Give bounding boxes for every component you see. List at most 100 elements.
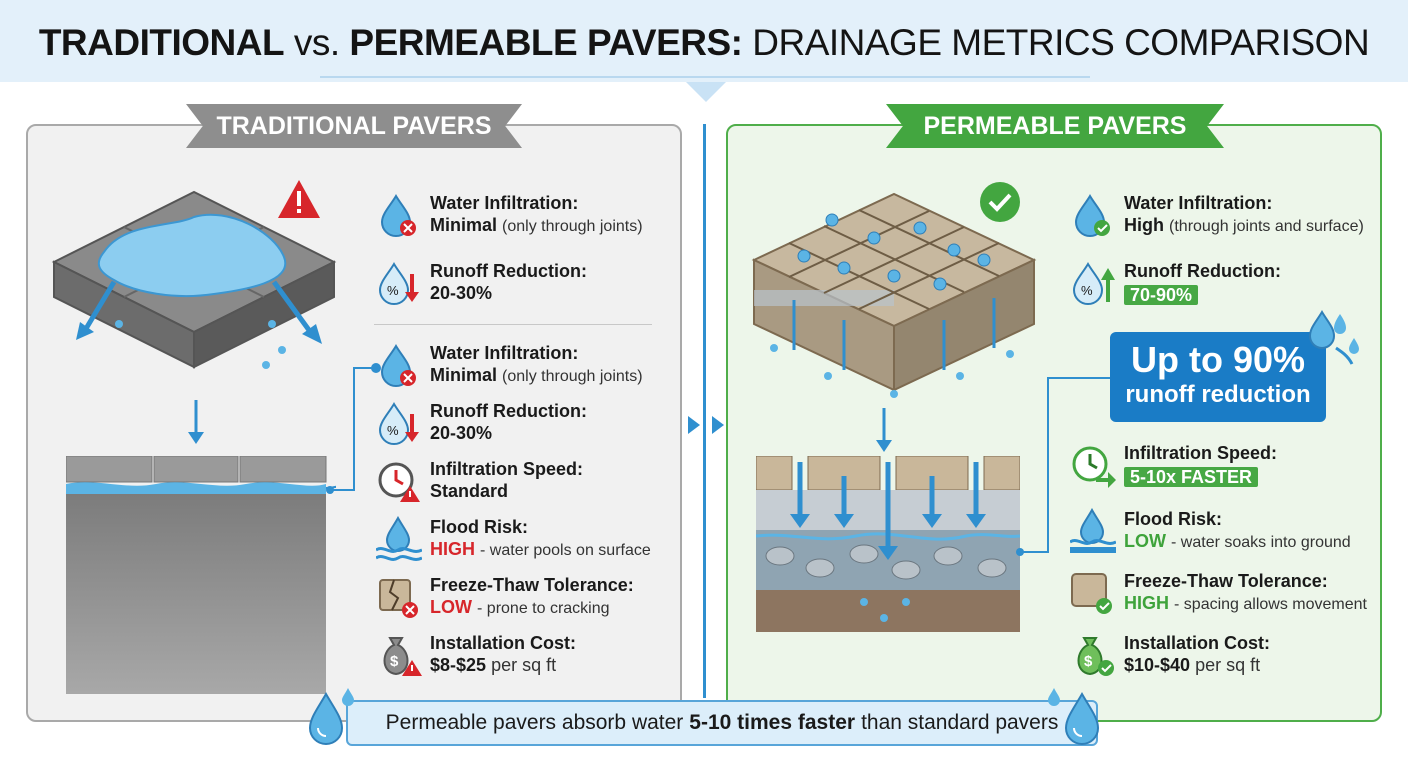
- check-icon: [980, 182, 1020, 222]
- metric-label: Runoff Reduction:: [430, 261, 587, 281]
- metric-value: Minimal: [430, 365, 498, 385]
- left-summary-infiltration: Water Infiltration: Minimal (only throug…: [376, 192, 643, 238]
- metric-value: LOW: [430, 597, 472, 617]
- svg-text:$: $: [390, 653, 399, 670]
- svg-text:$: $: [1084, 653, 1093, 670]
- metric-note: - prone to cracking: [477, 600, 610, 617]
- connector-line: [326, 363, 381, 494]
- metric-label: Water Infiltration:: [430, 193, 579, 213]
- right-metric-speed: Infiltration Speed: 5-10x FASTER: [1070, 442, 1277, 488]
- metric-label: Water Infiltration:: [430, 343, 579, 363]
- arrow-right-icon: [712, 416, 724, 434]
- money-bag-warning-icon: $: [383, 637, 422, 676]
- metric-label: Infiltration Speed:: [430, 459, 583, 479]
- right-metric-freeze: Freeze-Thaw Tolerance: HIGH - spacing al…: [1070, 570, 1367, 616]
- metric-note: (only through joints): [502, 368, 643, 385]
- warning-icon: [278, 180, 320, 218]
- title-vs: vs.: [293, 22, 340, 63]
- svg-text:%: %: [1081, 283, 1093, 298]
- separator: [374, 324, 652, 325]
- arrow-down-icon: [188, 400, 204, 444]
- left-metric-speed: Infiltration Speed: Standard: [376, 458, 583, 504]
- metric-value-badge: 70-90%: [1124, 285, 1199, 305]
- connector-line: [1016, 377, 1110, 556]
- left-metric-infiltration: Water Infiltration: Minimal (only throug…: [376, 342, 643, 388]
- center-divider: [703, 124, 706, 698]
- header-band: [0, 0, 1408, 82]
- title-traditional: TRADITIONAL: [38, 22, 285, 63]
- metric-value: High: [1124, 215, 1164, 235]
- left-summary-runoff: % Runoff Reduction: 20-30%: [376, 260, 587, 306]
- right-summary-runoff: % Runoff Reduction: 70-90%: [1070, 260, 1281, 306]
- highlight-sub: runoff reduction: [1125, 381, 1311, 408]
- metric-value: 20-30%: [430, 283, 493, 303]
- water-splash-icon: [1308, 310, 1359, 365]
- metric-label: Water Infiltration:: [1124, 193, 1273, 213]
- percent-drop-up-icon: %: [1072, 262, 1115, 305]
- traditional-paver-illustration: [51, 190, 337, 369]
- metric-value: 20-30%: [430, 423, 493, 443]
- metric-note: - water soaks into ground: [1171, 534, 1351, 551]
- metric-label: Runoff Reduction:: [1124, 261, 1281, 281]
- left-metric-cost: $ Installation Cost: $8-$25 per sq ft: [376, 632, 576, 678]
- svg-text:%: %: [387, 423, 399, 438]
- metric-label: Infiltration Speed:: [1124, 443, 1277, 463]
- footer-text: Permeable pavers absorb water: [385, 711, 684, 734]
- metric-value: $10-$40: [1124, 655, 1191, 675]
- metric-note: per sq ft: [491, 655, 557, 675]
- metric-value: HIGH: [1124, 593, 1169, 613]
- right-metric-cost: $ Installation Cost: $10-$40 per sq ft: [1070, 632, 1270, 678]
- paver-check-icon: [1071, 573, 1112, 614]
- highlight-main: Up to 90%: [1130, 339, 1306, 380]
- title-underline: [320, 76, 1090, 78]
- metric-value: LOW: [1124, 531, 1166, 551]
- traditional-ribbon: TRADITIONAL PAVERS: [186, 104, 522, 148]
- left-metric-runoff: % Runoff Reduction: 20-30%: [376, 400, 587, 446]
- title-subject: DRAINAGE METRICS COMPARISON: [752, 22, 1370, 63]
- left-metric-flood: Flood Risk: HIGH - water pools on surfac…: [376, 516, 651, 562]
- title-permeable: PERMEABLE PAVERS:: [349, 22, 743, 63]
- water-drop-check-icon: [1074, 194, 1110, 237]
- water-drop-icon: [308, 691, 344, 745]
- cracked-paver-icon: [379, 579, 418, 618]
- metric-note: per sq ft: [1195, 655, 1261, 675]
- percent-drop-down-icon: %: [378, 262, 419, 305]
- header-pointer: [686, 82, 726, 102]
- footer-emphasis: 5-10 times faster: [689, 711, 856, 734]
- metric-label: Flood Risk:: [1124, 509, 1222, 529]
- runoff-highlight-box: Up to 90% runoff reduction: [1110, 332, 1326, 422]
- left-metric-freeze: Freeze-Thaw Tolerance: LOW - prone to cr…: [376, 574, 634, 620]
- svg-text:%: %: [387, 283, 399, 298]
- right-summary-infiltration: Water Infiltration: High (through joints…: [1070, 192, 1364, 238]
- arrow-right-icon: [688, 416, 700, 434]
- water-drop-icon: [1048, 688, 1060, 706]
- traditional-cross-section: [66, 456, 336, 694]
- clock-fast-icon: [1072, 446, 1116, 488]
- permeable-paver-illustration: [751, 192, 1037, 398]
- flood-water-icon: [376, 516, 422, 561]
- metric-label: Runoff Reduction:: [430, 401, 587, 421]
- clock-warning-icon: [378, 462, 420, 502]
- metric-label: Installation Cost:: [430, 633, 577, 653]
- metric-label: Freeze-Thaw Tolerance:: [430, 575, 634, 595]
- metric-value-badge: 5-10x FASTER: [1124, 467, 1259, 487]
- metric-note: - water pools on surface: [480, 542, 651, 559]
- metric-value: HIGH: [430, 539, 475, 559]
- metric-note: (only through joints): [502, 218, 643, 235]
- water-drop-icon: [1064, 691, 1100, 745]
- metric-note: - spacing allows movement: [1174, 596, 1367, 613]
- arrow-down-icon: [876, 408, 892, 452]
- metric-value: Minimal: [430, 215, 498, 235]
- permeable-cross-section: [756, 456, 1020, 632]
- right-metric-flood: Flood Risk: LOW - water soaks into groun…: [1070, 508, 1351, 554]
- money-bag-check-icon: $: [1077, 637, 1114, 676]
- metric-label: Installation Cost:: [1124, 633, 1271, 653]
- water-drop-x-icon: [380, 194, 416, 237]
- metric-value: Standard: [430, 481, 509, 501]
- footer-text: than standard pavers: [861, 711, 1059, 734]
- metric-note: (through joints and surface): [1169, 218, 1364, 235]
- metric-label: Flood Risk:: [430, 517, 528, 537]
- percent-drop-down-icon: %: [378, 402, 419, 445]
- water-absorb-icon: [1070, 508, 1116, 553]
